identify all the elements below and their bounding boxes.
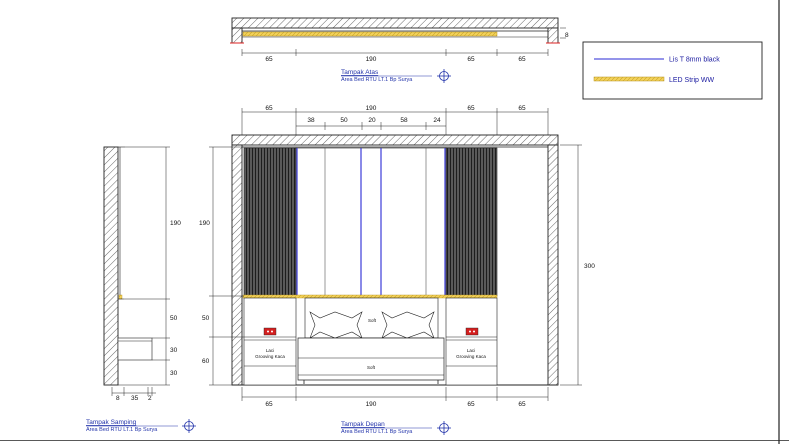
front-right-wall [547,144,559,386]
top-view-dim-3: 65 [467,56,475,63]
legend-strip-swatch [593,76,665,82]
side-view: 190 50 30 30 8 35 2 Tampak Samping Area … [86,146,197,434]
left-drawer-label-1: Laci [266,348,274,353]
top-view-dim-1: 65 [265,56,273,63]
front-left-wall [231,144,243,386]
side-dim-1: 190 [170,220,181,227]
top-view-subtitle: Area Bed RTU LT.1 Bp Surya [341,77,413,83]
top-view-dim-2: 190 [366,56,377,63]
legend-box [582,41,763,100]
front-panel-dim-3: 20 [368,117,376,124]
front-panel-dim-4: 58 [400,117,408,124]
right-drawer-label-1: Laci [467,348,475,353]
section-marker-icon [436,420,452,436]
legend-item-line-label: Lis T 8mm black [669,57,720,64]
side-bottom-dim-1: 8 [116,395,120,402]
side-led-strip [118,294,123,300]
legend: Lis T 8mm black LED Strip WW [582,41,763,100]
section-marker-icon [436,68,452,84]
front-panel-dim-2: 50 [340,117,348,124]
front-right-dim: 300 [584,263,595,270]
top-view-left-post [231,27,243,44]
front-led-strip [242,294,498,299]
top-view-side-dim: 8 [565,32,569,39]
front-top-dim-2: 190 [366,105,377,112]
top-view-title: Tampak Atas [341,69,379,76]
side-bottom-dim-3: 2 [148,395,152,402]
front-panel-dim-1: 38 [307,117,315,124]
front-top-dim-4: 65 [518,105,526,112]
side-dim-3: 30 [170,347,178,354]
right-slat-panel [445,147,498,297]
section-marker-icon [181,418,197,434]
right-side-unit [445,297,498,386]
side-wall [103,146,119,386]
front-bottom-dim-3: 65 [467,401,475,408]
left-side-unit [243,297,297,386]
front-bottom-dim-2: 190 [366,401,377,408]
front-view-subtitle: Area Bed RTU LT.1 Bp Surya [341,429,413,435]
center-panel [295,147,447,297]
side-view-title: Tampak Samping [86,419,137,426]
front-left-dim-2: 50 [202,315,210,322]
side-dim-2: 50 [170,315,178,322]
side-view-subtitle: Area Bed RTU LT.1 Bp Surya [86,427,158,433]
left-slat-panel [243,147,297,297]
legend-item-led-label: LED Strip WW [669,77,715,84]
top-view-wall [231,17,559,29]
side-bottom-dim-2: 35 [131,395,139,402]
top-view-right-post [547,27,559,44]
left-socket-icon [263,327,277,336]
front-view-title: Tampak Depan [341,421,385,428]
right-socket-icon [465,327,479,336]
left-drawer-label-2: Grooving Kaca [255,354,285,359]
headboard-label: Soft [368,318,377,323]
front-ceiling [231,134,559,146]
front-top-dim-3: 65 [467,105,475,112]
side-drawer-unit [117,337,153,361]
front-bottom-dim-4: 65 [518,401,526,408]
right-drawer-label-2: Grooving Kaca [456,354,486,359]
top-view-led-strip [242,31,498,37]
side-dim-4: 30 [170,370,178,377]
front-panel-dim-5: 24 [433,117,441,124]
bed-frame [297,337,445,381]
front-view: 65 190 65 65 38 50 20 58 24 [199,105,595,436]
top-view: 8 65 190 65 65 Tampak Atas Area Bed RTU … [230,17,569,84]
front-left-dim-3: 60 [202,358,210,365]
bed-label: Soft [367,365,376,370]
front-left-dim-1: 190 [199,220,210,227]
front-top-dim-1: 65 [265,105,273,112]
front-bottom-dim-1: 65 [265,401,273,408]
top-view-dim-4: 65 [518,56,526,63]
